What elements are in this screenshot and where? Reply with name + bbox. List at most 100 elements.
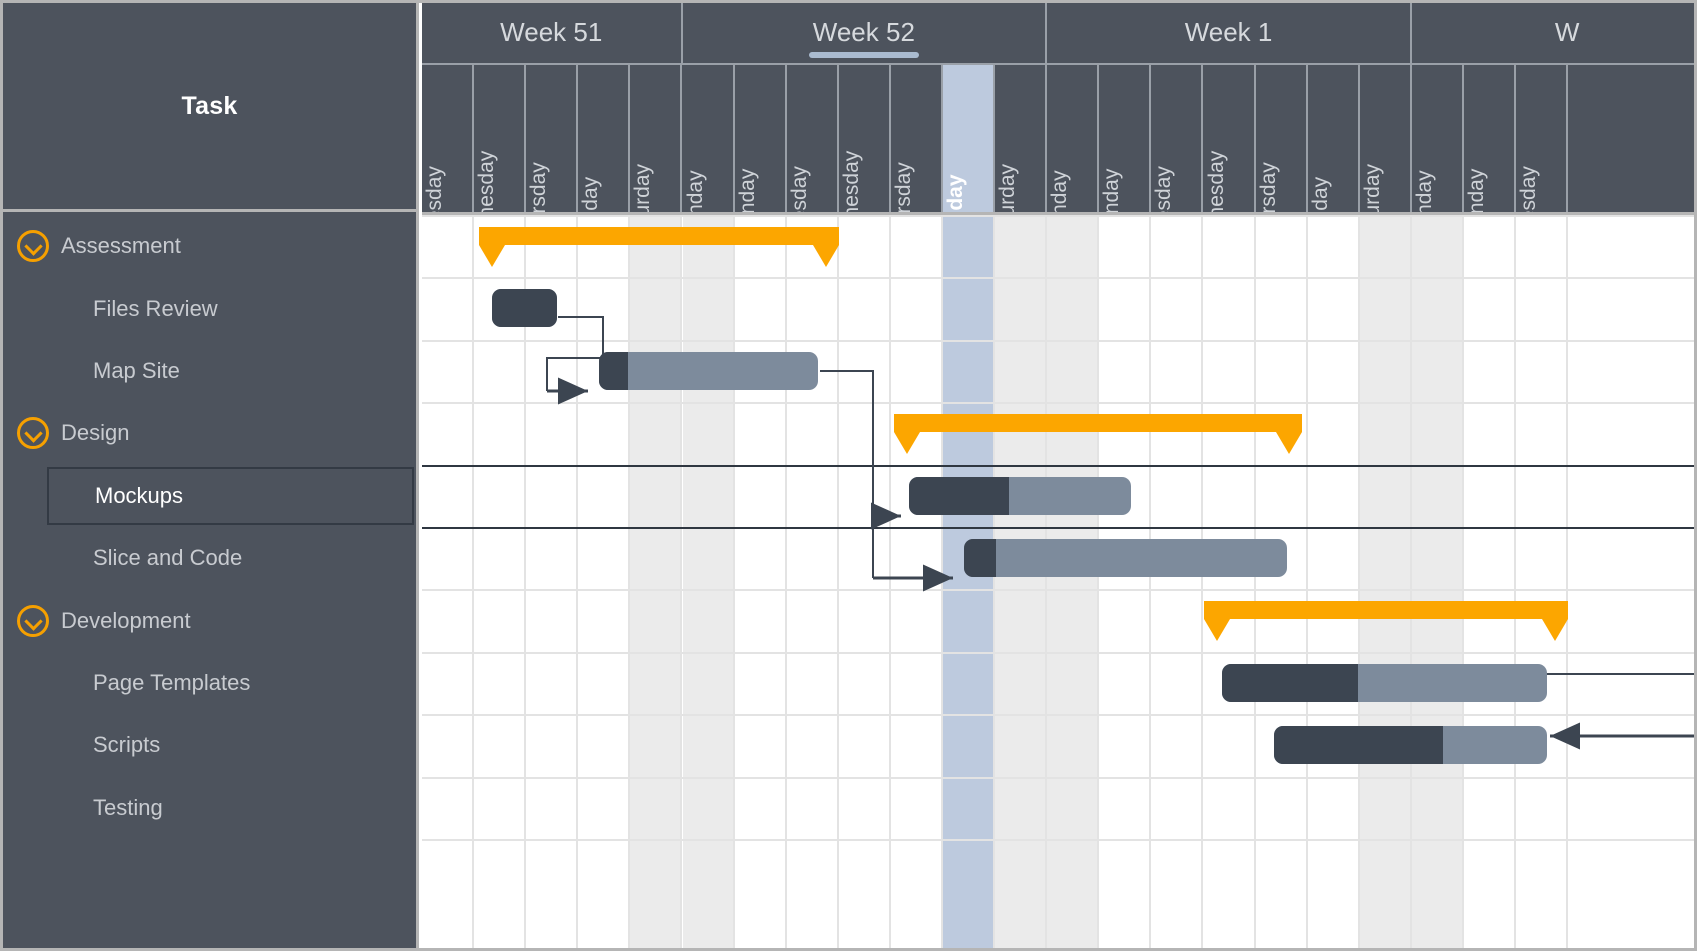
day-header-cell[interactable]: Wednesday [839,65,891,212]
day-header-cell[interactable]: Thursday [526,65,579,212]
chevron-down-circle-icon[interactable] [17,417,49,450]
day-header-label: Sunday [1048,170,1072,212]
row-gridline [422,402,1694,405]
day-header-cell[interactable]: Wednesday [1204,65,1256,212]
task-row[interactable]: Mockups [3,465,416,527]
task-row[interactable]: Map Site [3,340,416,402]
day-header-cell[interactable]: Friday [943,65,996,212]
task-row-label: Files Review [93,295,218,321]
gantt-summary-bar[interactable] [1203,601,1569,642]
chevron-down-circle-icon[interactable] [17,230,49,263]
gantt-task-bar[interactable] [492,289,558,328]
day-column-background [1359,215,1412,948]
task-row[interactable]: Slice and Code [3,527,416,589]
day-header-cell[interactable]: Thursday [1256,65,1308,212]
gantt-task-bar[interactable] [909,476,1131,515]
day-header-cell[interactable]: Friday [578,65,631,212]
row-gridline [422,339,1694,342]
gantt-summary-bar[interactable] [479,227,839,267]
week-header-row: Week 51 Week 52 Week 1 W [422,3,1694,65]
day-header-cell[interactable]: Tuesday [422,65,475,212]
task-row-inner: Mockups [47,466,414,525]
task-row[interactable]: Assessment [3,215,416,277]
day-header-cell[interactable]: Saturday [1360,65,1412,212]
gantt-task-bar[interactable] [599,351,818,390]
gantt-task-bar[interactable] [1221,663,1548,702]
task-row-label: Testing [93,794,163,820]
day-header-cell[interactable]: Thursday [891,65,943,212]
gantt-task-progress [963,539,997,577]
day-header-label: Sunday [1412,170,1436,212]
day-header-cell[interactable]: Tuesday [1516,65,1569,212]
task-row-inner: Scripts [11,714,416,776]
day-header-label: Saturday [631,163,655,212]
gantt-task-bar[interactable] [1273,726,1548,765]
day-column-background [1464,215,1517,948]
gantt-task-progress [1221,663,1359,702]
week-header-cell[interactable]: Week 1 [1047,3,1412,65]
task-row-inner: Files Review [11,277,416,339]
task-row-label: Design [61,420,130,446]
week-header-label: Week 1 [1184,16,1273,47]
day-header-cell[interactable]: Friday [1308,65,1360,212]
day-header-label: Tuesday [1152,166,1176,212]
day-column-background [1411,215,1464,948]
day-header-cell[interactable]: Wednesday [474,65,527,212]
week-header-cell[interactable]: Week 52 [682,3,1048,65]
day-header-label: Tuesday [1517,166,1541,212]
gantt-summary-bar[interactable] [893,414,1303,455]
day-header-label: Thursday [891,162,915,212]
day-header-cell[interactable]: Saturday [995,65,1048,212]
selected-row-border [422,527,1694,529]
day-header-label: Wednesday [1204,150,1228,212]
day-column-background [1099,215,1152,948]
task-row[interactable]: Development [3,589,416,651]
day-column-background [1256,215,1308,948]
gantt-task-progress [492,289,558,328]
day-header-cell[interactable]: Tuesday [787,65,839,212]
row-gridline [422,714,1694,717]
day-header-cell[interactable]: Monday [1464,65,1517,212]
task-row-inner: Page Templates [11,652,416,714]
day-header-label: Friday [1308,176,1332,212]
day-column-background [630,215,683,948]
day-header-cell[interactable]: Sunday [683,65,735,212]
task-row[interactable]: Page Templates [3,652,416,714]
task-row-inner: Map Site [11,340,416,402]
task-row[interactable]: Files Review [3,277,416,339]
gantt-task-bar[interactable] [963,539,1287,577]
day-header-label: Monday [1465,168,1489,212]
day-header-label: Monday [735,168,759,212]
row-gridline [422,839,1694,841]
task-row[interactable]: Scripts [3,714,416,776]
day-header-label: Saturday [1360,163,1384,212]
task-row[interactable]: Design [3,402,416,464]
summary-bar-cap-left [1203,619,1230,642]
day-header-cell[interactable]: Tuesday [1151,65,1204,212]
week-header-cell[interactable]: Week 51 [422,3,683,65]
week-header-cell[interactable]: W [1411,3,1694,65]
task-row[interactable]: Testing [3,777,416,839]
day-header-cell[interactable]: Sunday [1047,65,1100,212]
day-column-background [682,215,735,948]
week-header-label: Week 51 [500,16,603,47]
chevron-down-circle-icon[interactable] [17,604,49,637]
day-column-background [526,215,579,948]
gantt-task-progress [599,351,628,390]
day-header-cell[interactable]: Monday [1099,65,1152,212]
gantt-task-progress [909,476,1009,515]
day-header-cell[interactable]: Saturday [630,65,683,212]
day-column-background [995,215,1048,948]
day-header-cell[interactable]: Sunday [1412,65,1464,212]
day-column-background [1308,215,1360,948]
day-column-background [1047,215,1100,948]
day-header-cell[interactable]: Monday [735,65,787,212]
day-header-label: Saturday [996,163,1020,212]
timeline-grid-body [422,212,1694,948]
day-header-label: Sunday [683,170,707,212]
summary-bar-cap-right [1276,432,1303,455]
